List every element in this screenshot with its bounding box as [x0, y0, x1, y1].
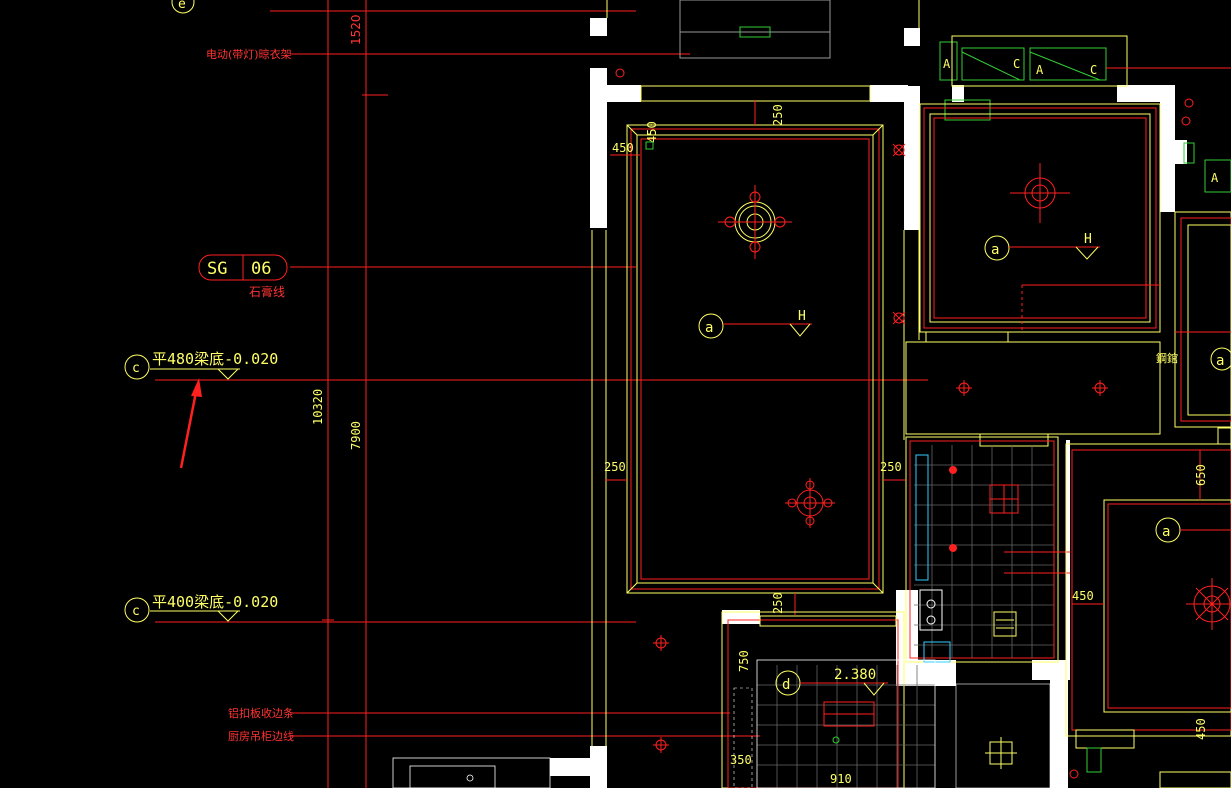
ceiling-tag-a1: [698, 313, 724, 339]
ac-label-c-right: C: [1090, 63, 1097, 77]
corridor: [905, 341, 1161, 447]
sg-tag-number: 06: [251, 259, 271, 279]
leader-note-kitchen: 厨房吊柜边线: [228, 729, 294, 743]
bathroom-ceiling[interactable]: [905, 436, 1059, 663]
ceiling-tag-h1: H: [798, 309, 806, 324]
grid-bubble-top: [171, 0, 195, 14]
elevation-mark-2: [217, 610, 239, 622]
elevation-bubble-2-label: c: [132, 604, 140, 619]
ceiling-light-lower[interactable]: [785, 478, 835, 528]
right-edge-fixture: [1217, 427, 1231, 445]
dim-250-bottom: 250: [771, 592, 785, 614]
bottom-room-right: [955, 683, 1051, 788]
dim-450-b: 450: [645, 121, 659, 143]
sg-tag-code: SG: [207, 259, 227, 279]
right-room-lower[interactable]: [1065, 443, 1231, 788]
bath-light-2: [949, 544, 957, 552]
ceiling-tag-h2: H: [1084, 232, 1092, 247]
dim-750: 750: [737, 650, 751, 672]
dim-250-top: 250: [771, 104, 785, 126]
dim-450-right: 450: [1072, 589, 1094, 603]
ceiling-tag-a2-label: a: [991, 242, 999, 258]
ceiling-tag-d1-label: d: [782, 677, 790, 693]
dimension-lines: [322, 0, 388, 788]
kitchen-ceiling[interactable]: [721, 611, 936, 788]
ceiling-tag-h1-mark: [789, 323, 811, 337]
bath-leader-lines: [1004, 551, 1070, 574]
right-room-far: [1174, 159, 1231, 428]
ceiling-tag-a3-label: a: [1216, 353, 1224, 369]
elevation-bubble-1-label: c: [132, 361, 140, 376]
elevation-bubble-1: [124, 354, 150, 380]
kitchen-elevation: 2.380: [834, 667, 876, 683]
right-edge-marker: [1183, 142, 1195, 164]
bottom-cabinet: [392, 757, 551, 788]
dim-450-a: 450: [612, 141, 634, 155]
ceiling-tag-a2: [984, 235, 1010, 261]
walls: [550, 18, 1187, 788]
elevation-text-1: 平480梁底-0.020: [152, 350, 278, 368]
dim-650: 650: [1194, 464, 1208, 486]
ceiling-tag-a3: [1210, 347, 1231, 371]
main-room-dim-ticks: [605, 100, 905, 615]
dim-1520: 1520: [349, 14, 363, 45]
leader-note-top: 电动(带灯)晾衣架: [206, 47, 292, 61]
ac-label-c-left: C: [1013, 57, 1020, 71]
sg-tag[interactable]: [198, 254, 288, 281]
ceiling-tag-a4-label: a: [1162, 524, 1170, 540]
ceiling-light-right-lower[interactable]: [1186, 578, 1231, 630]
dim-450-rb: 450: [1194, 718, 1208, 740]
hall-lights: [653, 635, 669, 753]
equipment-box-top[interactable]: [679, 0, 831, 59]
ac-unit[interactable]: [939, 35, 1231, 121]
right-lower-fixture: [1086, 747, 1102, 773]
elevation-text-2: 平400梁底-0.020: [152, 593, 278, 611]
dim-350: 350: [730, 753, 752, 767]
right-room-upper[interactable]: [919, 103, 1161, 343]
leader-lines: [155, 10, 928, 737]
bath-light-1: [949, 466, 957, 474]
ac-label-a-left: A: [943, 57, 951, 71]
note-right: 鋼錧: [1156, 351, 1178, 365]
ceiling-tag-h2-mark: [1075, 246, 1099, 260]
ceiling-tag-a1-label: a: [705, 320, 713, 336]
grid-bubble-top-label: e: [178, 0, 186, 12]
ceiling-light-main[interactable]: [718, 185, 792, 259]
kitchen-sensor: [832, 736, 840, 744]
dim-250-right: 250: [880, 460, 902, 474]
kitchen-level-mark: [863, 682, 885, 696]
dim-250-left: 250: [604, 460, 626, 474]
sg-tag-note: 石膏线: [249, 284, 285, 299]
wall-fixtures: [615, 68, 1194, 779]
elevation-bubble-2: [124, 597, 150, 623]
corner-marker: [645, 141, 654, 150]
arrow-icon: [179, 378, 202, 469]
ac-label-a-right: A: [1036, 63, 1044, 77]
ac-label-a-far: A: [1211, 171, 1219, 185]
leader-note-alu: 铝扣板收边条: [228, 706, 294, 720]
dim-7900: 7900: [349, 421, 363, 450]
ceiling-light-right[interactable]: [1010, 163, 1070, 223]
dim-10320: 10320: [311, 389, 325, 425]
corridor-lights: [956, 380, 1108, 396]
elevation-mark-1: [217, 368, 239, 380]
dim-910: 910: [830, 772, 852, 786]
